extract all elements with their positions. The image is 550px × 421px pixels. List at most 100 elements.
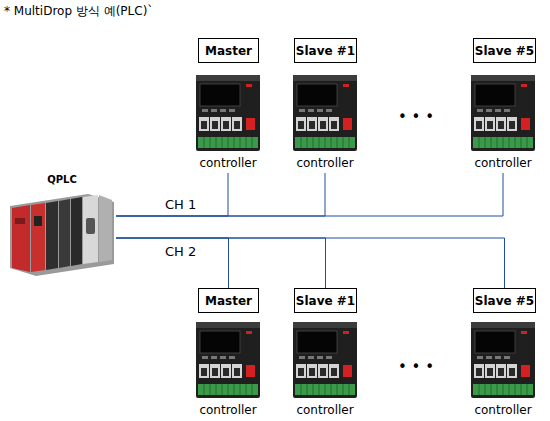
terminal-divider xyxy=(204,137,252,148)
ethernet-port-hole xyxy=(309,368,315,376)
ethernet-port xyxy=(210,117,220,131)
ethernet-port xyxy=(221,117,231,131)
ethernet-port-hole xyxy=(223,121,229,129)
ethernet-port xyxy=(199,364,209,378)
role-label-box: Master xyxy=(198,288,259,313)
ethernet-port xyxy=(221,364,231,378)
controller-button xyxy=(486,109,492,112)
ethernet-port-hole xyxy=(234,368,240,376)
controller-image xyxy=(292,322,358,398)
ethernet-port-hole xyxy=(309,121,315,129)
diagram-title: * MultiDrop 방식 예(PLC)` xyxy=(4,3,153,20)
controller-unit: controller xyxy=(192,73,264,173)
controller-button xyxy=(299,356,305,359)
ethernet-port xyxy=(507,117,517,131)
red-switch xyxy=(521,365,530,377)
controller-button xyxy=(504,356,510,359)
terminal-strip xyxy=(198,137,258,148)
controller-button xyxy=(220,109,226,112)
plc-end-module xyxy=(99,195,112,262)
plc-io-module xyxy=(46,201,58,270)
bus-connector xyxy=(116,238,326,288)
ethernet-port-hole xyxy=(498,121,504,129)
device-label: controller xyxy=(289,403,361,417)
plc-unit: QPLC xyxy=(8,172,116,278)
terminal-strip xyxy=(473,137,533,148)
controller-led xyxy=(343,331,349,334)
ethernet-port-hole xyxy=(509,121,515,129)
controller-unit: controller xyxy=(289,73,361,173)
plc-image xyxy=(10,192,114,276)
controller-body xyxy=(293,322,357,398)
controller-button xyxy=(229,109,235,112)
role-label: Slave #1 xyxy=(296,294,355,308)
controller-button xyxy=(220,356,226,359)
ethernet-port-hole xyxy=(476,368,482,376)
ethernet-port-hole xyxy=(201,368,207,376)
ethernet-port-hole xyxy=(509,368,515,376)
ethernet-port xyxy=(496,117,506,131)
ethernet-port-hole xyxy=(331,121,337,129)
controller-display xyxy=(475,331,515,353)
plc-power-module xyxy=(12,205,30,272)
ethernet-port-hole xyxy=(212,121,218,129)
ethernet-port-hole xyxy=(476,121,482,129)
controller-button xyxy=(486,356,492,359)
controller-body xyxy=(471,322,535,398)
ethernet-port xyxy=(496,364,506,378)
ethernet-port xyxy=(318,117,328,131)
ethernet-port xyxy=(507,364,517,378)
terminal-divider xyxy=(301,384,349,395)
terminal-strip xyxy=(295,137,355,148)
role-label: Slave #5 xyxy=(475,294,534,308)
ethernet-port xyxy=(199,117,209,131)
controller-image xyxy=(195,322,261,398)
controller-body xyxy=(196,75,260,151)
ethernet-port-hole xyxy=(212,368,218,376)
controller-button xyxy=(326,109,332,112)
ethernet-port-hole xyxy=(223,368,229,376)
controller-led xyxy=(246,331,252,334)
terminal-strip xyxy=(473,384,533,395)
plc-io-module xyxy=(71,197,82,266)
ethernet-port xyxy=(474,364,484,378)
red-switch xyxy=(343,365,352,377)
controller-display xyxy=(200,331,240,353)
plc-serial-port xyxy=(86,218,95,234)
controller-image xyxy=(195,75,261,151)
controller-display xyxy=(297,331,337,353)
ethernet-port-hole xyxy=(487,368,493,376)
controller-image xyxy=(470,75,536,151)
controller-unit: controller xyxy=(467,73,539,173)
channel-label: CH 2 xyxy=(165,244,196,259)
role-label: Master xyxy=(205,44,252,58)
controller-top xyxy=(196,75,260,81)
plc-switch xyxy=(15,218,25,224)
controller-body xyxy=(471,75,535,151)
ethernet-port xyxy=(485,117,495,131)
controller-unit: controller xyxy=(467,320,539,420)
controller-button xyxy=(317,356,323,359)
bus-connector xyxy=(116,173,503,216)
device-label: controller xyxy=(467,403,539,417)
controller-button xyxy=(308,356,314,359)
device-label: controller xyxy=(289,156,361,170)
ethernet-port xyxy=(307,117,317,131)
ethernet-port xyxy=(318,364,328,378)
plc-comm-module xyxy=(83,195,98,264)
controller-top xyxy=(196,322,260,328)
ethernet-port xyxy=(232,364,242,378)
ethernet-port-hole xyxy=(298,121,304,129)
ethernet-port xyxy=(329,364,339,378)
controller-top xyxy=(293,322,357,328)
device-label: controller xyxy=(192,156,264,170)
controller-button xyxy=(202,109,208,112)
controller-led xyxy=(521,84,527,87)
red-switch xyxy=(521,118,530,130)
ethernet-port-hole xyxy=(298,368,304,376)
controller-unit: controller xyxy=(289,320,361,420)
controller-display xyxy=(297,84,337,106)
controller-button xyxy=(495,109,501,112)
controller-display xyxy=(200,84,240,106)
